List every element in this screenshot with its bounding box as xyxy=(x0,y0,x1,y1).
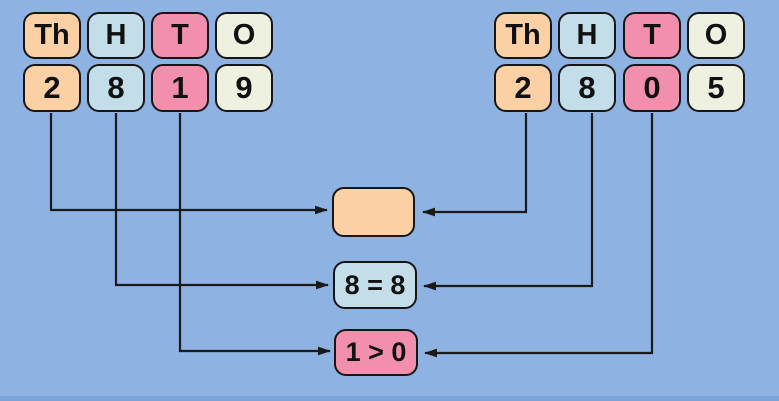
left-header-tens: T xyxy=(151,12,209,59)
arrow-left-tens xyxy=(178,113,331,356)
arrow-right-hundreds xyxy=(423,113,594,291)
comparison-box-tens: 1 > 0 xyxy=(334,329,418,376)
right-digit-ones: 5 xyxy=(687,64,745,112)
right-digit-tens: 0 xyxy=(623,64,681,112)
comparison-box-hundreds: 8 = 8 xyxy=(333,261,417,309)
right-digit-thousands: 2 xyxy=(494,64,552,112)
arrow-left-thousands xyxy=(49,113,328,215)
arrow-right-tens xyxy=(424,113,654,358)
left-header-thousands: Th xyxy=(23,12,81,59)
arrow-right-thousands xyxy=(422,113,528,217)
comparison-box-thousands xyxy=(332,187,415,237)
left-digit-ones: 9 xyxy=(215,64,273,112)
left-header-hundreds: H xyxy=(87,12,145,59)
left-digit-thousands: 2 xyxy=(23,64,81,112)
right-header-thousands: Th xyxy=(494,12,552,59)
right-header-tens: T xyxy=(623,12,681,59)
right-header-ones: O xyxy=(687,12,745,59)
bottom-edge-strip xyxy=(0,396,779,401)
left-header-ones: O xyxy=(215,12,273,59)
right-digit-hundreds: 8 xyxy=(558,64,616,112)
left-digit-tens: 1 xyxy=(151,64,209,112)
left-digit-hundreds: 8 xyxy=(87,64,145,112)
arrow-left-hundreds xyxy=(114,113,329,290)
right-header-hundreds: H xyxy=(558,12,616,59)
